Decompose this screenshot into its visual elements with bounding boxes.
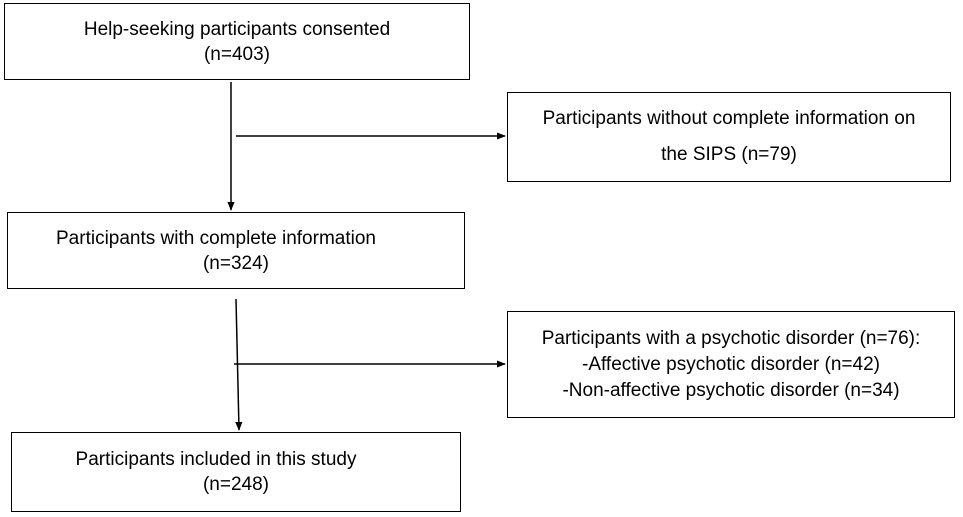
psychotic-affective: -Affective psychotic disorder (n=42) xyxy=(582,353,880,375)
psychotic-label: Participants with a psychotic disorder (… xyxy=(541,327,921,349)
complete-info-count: (n=324) xyxy=(202,252,270,274)
box-included: Participants included in this study (n=2… xyxy=(11,432,461,512)
consented-count: (n=403) xyxy=(203,43,271,65)
box-excluded-sips: Participants without complete informatio… xyxy=(507,92,951,182)
box-psychotic: Participants with a psychotic disorder (… xyxy=(507,311,955,418)
included-label: Participants included in this study xyxy=(75,449,357,470)
excluded-sips-label: Participants without complete informatio… xyxy=(542,108,916,129)
box-consented: Help-seeking participants consented (n=4… xyxy=(4,3,470,80)
consented-label: Help-seeking participants consented xyxy=(83,18,391,40)
included-count: (n=248) xyxy=(202,474,270,495)
psychotic-non-affective: -Non-affective psychotic disorder (n=34) xyxy=(562,379,900,401)
complete-info-label: Participants with complete information xyxy=(56,227,376,249)
box-complete-info: Participants with complete information (… xyxy=(7,212,465,289)
excluded-sips-count: the SIPS (n=79) xyxy=(661,144,797,165)
